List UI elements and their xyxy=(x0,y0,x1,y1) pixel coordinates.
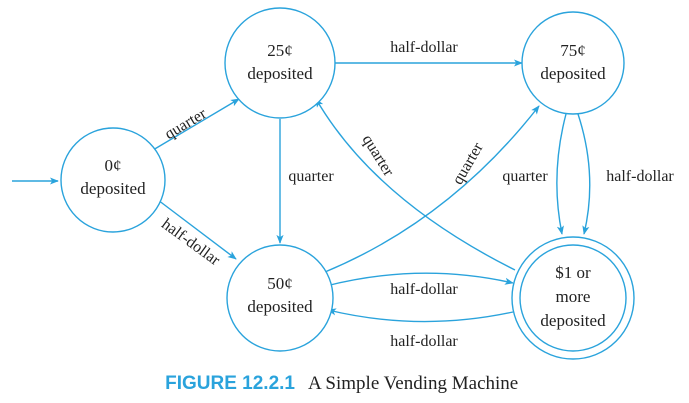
edge-75-to-100-half xyxy=(577,113,591,235)
edge-50-to-100 xyxy=(325,272,514,287)
label-25-to-75: half-dollar xyxy=(390,39,458,56)
state-25-cents: 25¢ deposited xyxy=(224,7,336,119)
state-100-line1: $1 or xyxy=(555,263,591,282)
edge-0-to-50 xyxy=(157,199,237,260)
state-75-line2: deposited xyxy=(540,64,606,83)
label-50-to-75: quarter xyxy=(449,139,487,187)
label-100-to-25: quarter xyxy=(359,132,398,180)
caption-title: A Simple Vending Machine xyxy=(308,373,518,394)
edge-75-to-100-quarter xyxy=(556,113,567,235)
state-100-line3: deposited xyxy=(540,311,606,330)
label-100-to-50: half-dollar xyxy=(390,333,458,350)
label-50-to-100: half-dollar xyxy=(390,281,458,298)
state-75-cents: 75¢ deposited xyxy=(521,11,625,115)
label-75-to-100-half: half-dollar xyxy=(606,168,674,185)
figure-caption: FIGURE 12.2.1 A Simple Vending Machine xyxy=(165,373,518,394)
state-0-line1: 0¢ xyxy=(105,156,122,175)
state-1-dollar-accepting: $1 or more deposited xyxy=(511,236,635,360)
state-25-line1: 25¢ xyxy=(267,41,293,60)
state-50-line2: deposited xyxy=(247,297,313,316)
state-50-cents: 50¢ deposited xyxy=(226,244,334,352)
state-100-line2: more xyxy=(556,287,591,306)
state-0-line2: deposited xyxy=(80,179,146,198)
caption-label: FIGURE 12.2.1 xyxy=(165,373,295,394)
edge-0-to-25 xyxy=(152,98,240,151)
edge-100-to-50 xyxy=(327,308,514,323)
state-75-line1: 75¢ xyxy=(560,41,586,60)
edge-100-to-25 xyxy=(315,98,516,271)
state-50-line1: 50¢ xyxy=(267,274,293,293)
label-75-to-100-quarter: quarter xyxy=(502,168,548,185)
label-25-to-50: quarter xyxy=(288,168,334,185)
state-0-cents: 0¢ deposited xyxy=(60,127,166,233)
edge-50-to-75 xyxy=(324,105,540,273)
state-25-line2: deposited xyxy=(247,64,313,83)
label-0-to-25: quarter xyxy=(162,105,210,143)
